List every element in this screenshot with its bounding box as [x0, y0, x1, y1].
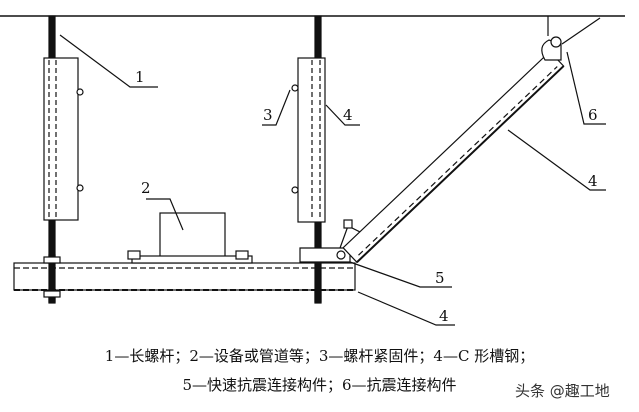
label-4-horizontal: 4: [439, 307, 449, 325]
label-6: 6: [588, 106, 598, 124]
label-4-vertical: 4: [343, 106, 353, 124]
caption-line-2: 5—快速抗震连接构件；6—抗震连接构件: [182, 376, 457, 394]
label-2: 2: [141, 179, 151, 197]
equipment-box: [159, 212, 226, 263]
c-channel-horizontal: [13, 262, 356, 291]
label-1: 1: [135, 68, 145, 86]
caption-line-1: 1—长螺杆；2—设备或管道等；3—螺杆紧固件；4—C 形槽钢；: [104, 347, 535, 365]
c-channel-vertical-1: [43, 57, 79, 221]
label-4-diagonal: 4: [588, 172, 598, 190]
watermark: 头条 @趣工地: [515, 382, 610, 400]
c-channel-diagonal: [342, 50, 565, 264]
label-5: 5: [435, 269, 445, 287]
label-3: 3: [263, 106, 273, 124]
